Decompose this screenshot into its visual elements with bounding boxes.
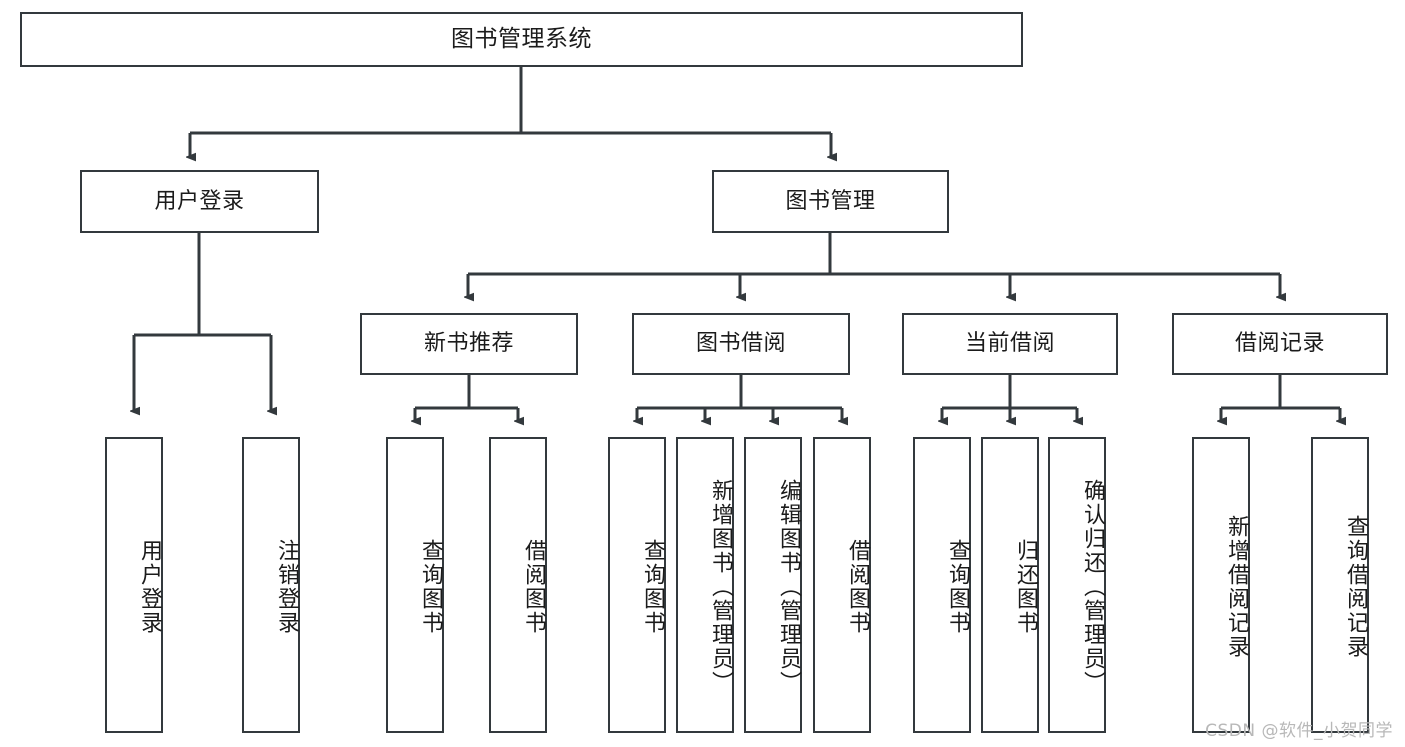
leaf-label: 查询借阅记录 xyxy=(1343,515,1368,659)
leaf-label: 注销登录 xyxy=(274,539,299,635)
leaf-book-borrow-add[interactable]: 新增图书（管理员） xyxy=(676,437,734,733)
leaf-user-login-logout[interactable]: 注销登录 xyxy=(242,437,300,733)
leaf-label: 借阅图书 xyxy=(521,539,546,635)
leaf-label: 查询图书 xyxy=(640,539,665,635)
leaf-user-login-login[interactable]: 用户登录 xyxy=(105,437,163,733)
leaf-label: 查询图书 xyxy=(945,539,970,635)
node-book-management-label: 图书管理 xyxy=(785,188,876,214)
node-borrow-record-label: 借阅记录 xyxy=(1234,331,1325,357)
leaf-label: 查询图书 xyxy=(418,539,443,635)
leaf-new-book-borrow[interactable]: 借阅图书 xyxy=(489,437,547,733)
leaf-book-borrow-borrow[interactable]: 借阅图书 xyxy=(813,437,871,733)
leaf-new-book-query[interactable]: 查询图书 xyxy=(386,437,444,733)
node-current-borrow[interactable]: 当前借阅 xyxy=(902,313,1118,375)
leaf-book-borrow-query[interactable]: 查询图书 xyxy=(608,437,666,733)
leaf-label: 归还图书 xyxy=(1013,539,1038,635)
node-borrow-record[interactable]: 借阅记录 xyxy=(1172,313,1388,375)
leaf-label: 用户登录 xyxy=(137,539,162,635)
node-book-borrow[interactable]: 图书借阅 xyxy=(632,313,850,375)
leaf-borrow-record-add[interactable]: 新增借阅记录 xyxy=(1192,437,1250,733)
node-book-management[interactable]: 图书管理 xyxy=(712,170,949,233)
node-new-book-recommend-label: 新书推荐 xyxy=(423,331,514,357)
watermark: CSDN @软件_小贺同学 xyxy=(1205,721,1393,741)
node-root-label: 图书管理系统 xyxy=(451,25,592,52)
leaf-current-borrow-confirm-return[interactable]: 确认归还（管理员） xyxy=(1048,437,1106,733)
leaf-label: 确认归还（管理员） xyxy=(1080,479,1105,695)
leaf-current-borrow-return[interactable]: 归还图书 xyxy=(981,437,1039,733)
leaf-label: 新增图书（管理员） xyxy=(708,479,733,695)
node-user-login-label: 用户登录 xyxy=(154,188,245,214)
node-book-borrow-label: 图书借阅 xyxy=(695,331,786,357)
leaf-label: 编辑图书（管理员） xyxy=(776,479,801,695)
leaf-label: 新增借阅记录 xyxy=(1224,515,1249,659)
leaf-borrow-record-query[interactable]: 查询借阅记录 xyxy=(1311,437,1369,733)
node-root[interactable]: 图书管理系统 xyxy=(20,12,1023,67)
leaf-current-borrow-query[interactable]: 查询图书 xyxy=(913,437,971,733)
leaf-book-borrow-edit[interactable]: 编辑图书（管理员） xyxy=(744,437,802,733)
leaf-label: 借阅图书 xyxy=(845,539,870,635)
node-user-login[interactable]: 用户登录 xyxy=(80,170,319,233)
node-current-borrow-label: 当前借阅 xyxy=(964,331,1055,357)
node-new-book-recommend[interactable]: 新书推荐 xyxy=(360,313,578,375)
